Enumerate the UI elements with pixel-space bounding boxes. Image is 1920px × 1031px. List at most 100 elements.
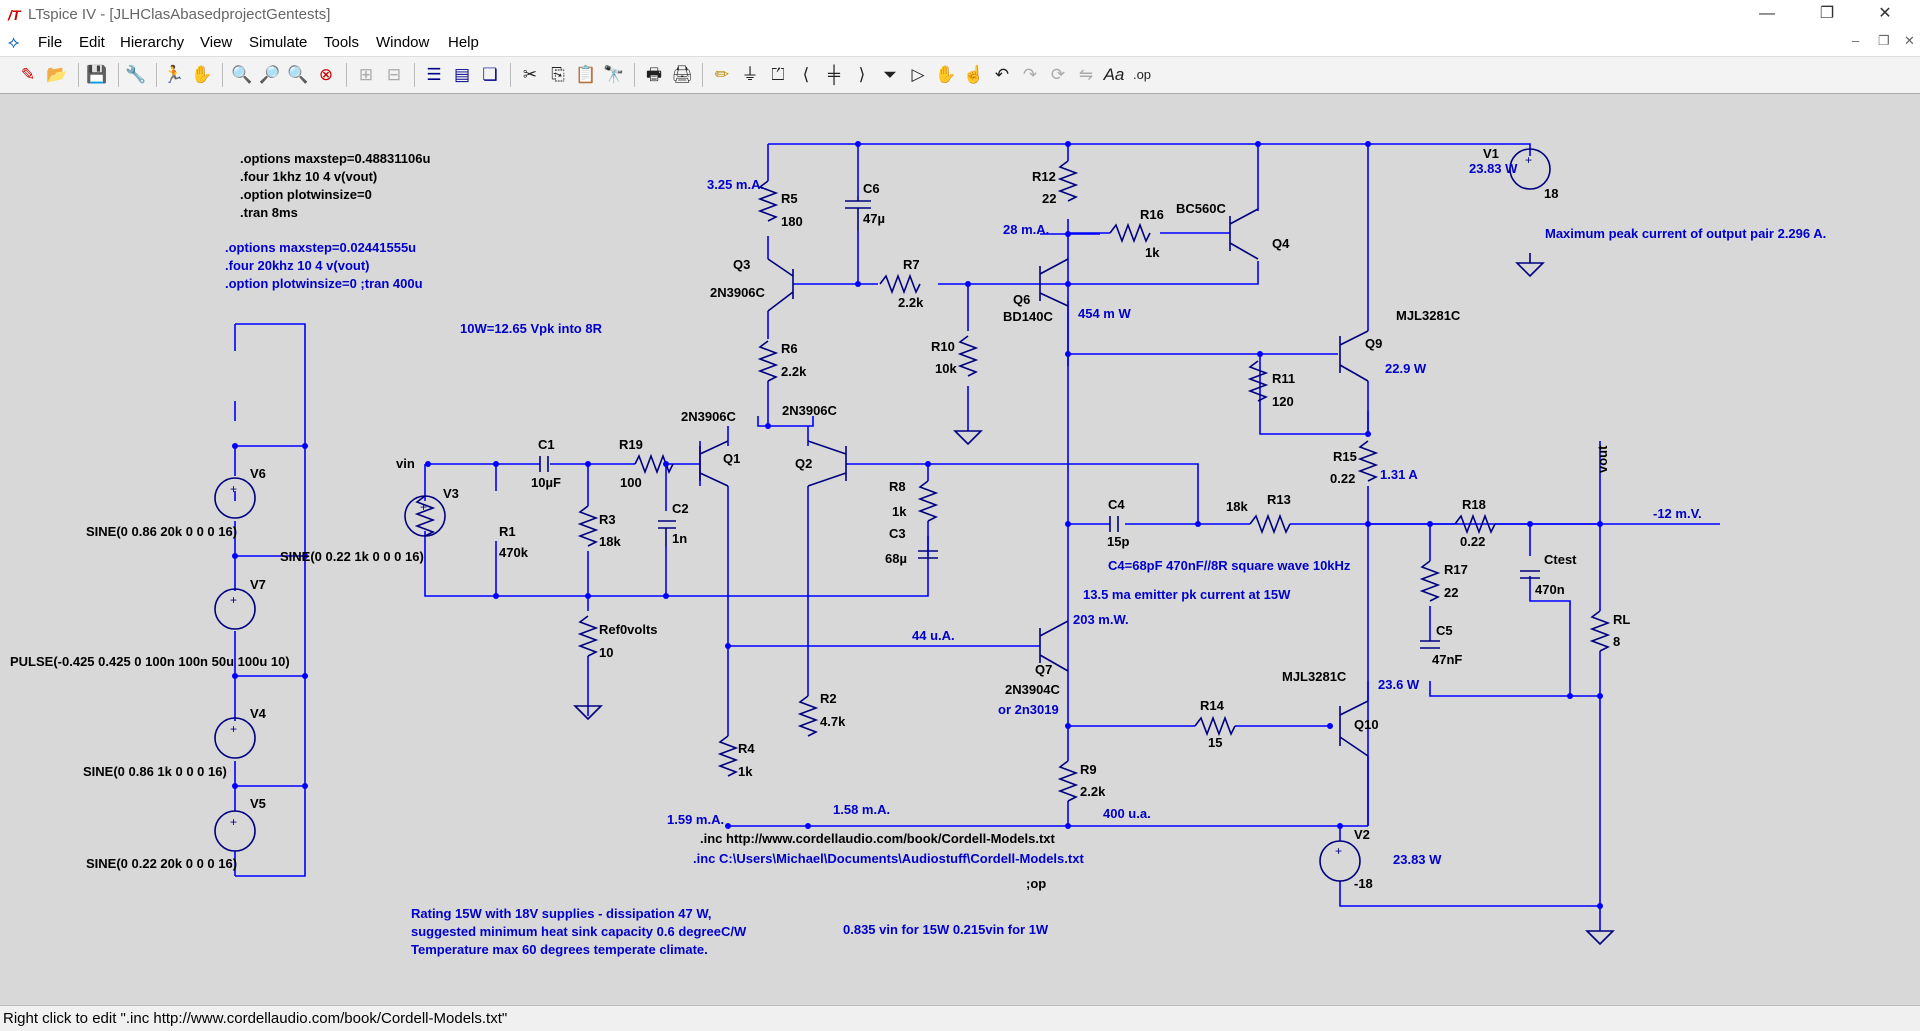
r18-resistor [1454, 513, 1496, 535]
c3-value: 68µ [885, 551, 907, 566]
inc-local: .inc C:\Users\Michael\Documents\Audiostu… [693, 851, 1084, 866]
tile-vertical-icon[interactable]: ▤ [453, 65, 471, 84]
zoom-out-icon[interactable]: 🔍 [287, 65, 309, 84]
menu-view[interactable]: View [200, 34, 233, 51]
schematic-doc-icon[interactable]: ⟡ [8, 33, 20, 52]
zoom-in-icon[interactable]: 🔍 [231, 65, 253, 84]
ground-icon[interactable]: ⏚ [741, 65, 759, 84]
minimize-button[interactable]: — [1759, 5, 1775, 22]
svg-text:+: + [230, 593, 237, 607]
resistor-icon[interactable]: ⟨ [802, 65, 810, 84]
mirror-icon[interactable]: ⇋ [1078, 65, 1094, 84]
save-icon[interactable]: 💾 [86, 65, 108, 84]
c2-capacitor [658, 520, 676, 546]
r2-name: R2 [820, 691, 837, 706]
q1-part: 2N3906C [681, 409, 737, 424]
autorange-horizontal-icon[interactable]: ⊞ [358, 65, 374, 84]
r7-resistor [879, 273, 921, 295]
v5-source [214, 810, 256, 852]
copy-icon[interactable]: ⎘ [551, 65, 565, 84]
cut-icon[interactable]: ✂ [522, 65, 538, 84]
r4-name: R4 [738, 741, 755, 756]
mdi-restore-button[interactable]: ❐ [1878, 33, 1890, 48]
menu-tools[interactable]: Tools [324, 34, 360, 51]
wires [234, 143, 1720, 931]
run-icon[interactable]: 🏃 [163, 65, 185, 84]
autorange-vertical-icon[interactable]: ⊟ [386, 65, 402, 84]
c6-value: 47µ [863, 211, 885, 226]
r14-value: 15 [1208, 735, 1222, 750]
mdi-close-button[interactable]: ✕ [1904, 33, 1915, 48]
v7-name: V7 [250, 577, 266, 592]
junctions [232, 141, 1603, 909]
c4-name: C4 [1108, 497, 1125, 512]
paste-icon[interactable]: 📋 [575, 65, 597, 84]
r13-name: R13 [1267, 492, 1291, 507]
vin-note: 0.835 vin for 15W 0.215vin for 1W [843, 922, 1049, 937]
svg-text:+: + [230, 482, 237, 496]
rotate-icon[interactable]: ⟳ [1050, 65, 1066, 84]
rating-line-2: suggested minimum heat sink capacity 0.6… [411, 924, 747, 939]
menu-window[interactable]: Window [376, 34, 430, 51]
r1-name: R1 [499, 524, 516, 539]
v4-name: V4 [250, 706, 267, 721]
q9-part: MJL3281C [1396, 308, 1461, 323]
svg-text:+: + [420, 500, 427, 514]
drag-icon[interactable]: ☝ [963, 65, 985, 84]
schematic-drawing[interactable]: .options maxstep=0.48831106u .four 1khz … [0, 94, 1920, 1005]
inductor-icon[interactable]: ⟩ [858, 65, 866, 84]
close-button[interactable]: ✕ [1878, 5, 1892, 22]
find-icon[interactable]: 🔭 [603, 65, 625, 84]
r2-resistor [797, 695, 819, 737]
tile-horizontal-icon[interactable]: ☰ [426, 65, 442, 84]
restore-button[interactable]: ❐ [1819, 5, 1835, 22]
print-icon[interactable]: 🖨 [671, 65, 693, 84]
diode-icon[interactable]: ⏷ [883, 65, 897, 84]
undo-icon[interactable]: ↶ [994, 65, 1010, 84]
op-directive: ;op [1026, 876, 1046, 891]
ref0volts-name: Ref0volts [599, 622, 658, 637]
v4-source [214, 717, 256, 759]
svg-text:+: + [1525, 153, 1532, 167]
zoom-fit-icon[interactable]: ⊗ [318, 65, 334, 84]
redo-icon[interactable]: ↷ [1022, 65, 1038, 84]
c2-value: 1n [672, 531, 687, 546]
rl-resistor [1589, 610, 1611, 652]
svg-text:+: + [230, 722, 237, 736]
menu-hierarchy[interactable]: Hierarchy [120, 34, 185, 51]
halt-icon[interactable]: ✋ [191, 65, 213, 84]
draw-wire-icon[interactable]: ✏ [714, 65, 730, 84]
text-icon[interactable]: Aa [1103, 65, 1125, 84]
component-icon[interactable]: ▷ [911, 65, 925, 84]
net-vin: vin [396, 456, 415, 471]
capacitor-icon[interactable]: ╪ [827, 65, 841, 84]
pan-icon[interactable]: 🔎 [259, 65, 281, 84]
mdi-minimize-button[interactable]: – [1852, 33, 1860, 48]
control-panel-icon[interactable]: 🔧 [125, 65, 147, 84]
q10-name: Q10 [1354, 717, 1379, 732]
new-schematic-icon[interactable]: ✎ [20, 65, 36, 84]
label-net-icon[interactable]: ⏍ [771, 65, 785, 84]
q6-transistor [1039, 258, 1069, 307]
ref0volts-resistor [577, 615, 599, 657]
c4-note: C4=68pF 470nF//8R square wave 10kHz [1108, 558, 1351, 573]
menu-file[interactable]: File [38, 34, 63, 51]
schematic-canvas[interactable]: .options maxstep=0.48831106u .four 1khz … [0, 93, 1920, 1005]
menu-help[interactable]: Help [448, 34, 479, 51]
cascade-icon[interactable]: ❏ [482, 65, 498, 84]
ctest-capacitor [1520, 570, 1540, 579]
c2-name: C2 [672, 501, 689, 516]
r12-value: 22 [1042, 191, 1056, 206]
r18-value: 0.22 [1460, 534, 1485, 549]
menu-simulate[interactable]: Simulate [249, 34, 308, 51]
peak-current-note: Maximum peak current of output pair 2.29… [1545, 226, 1826, 241]
open-icon[interactable]: 📂 [46, 65, 68, 84]
c6-name: C6 [863, 181, 880, 196]
r17-name: R17 [1444, 562, 1468, 577]
v3-name: V3 [443, 486, 459, 501]
move-icon[interactable]: ✋ [935, 65, 957, 84]
menu-edit[interactable]: Edit [79, 34, 105, 51]
spice-directive-icon[interactable]: .op [1132, 67, 1152, 82]
r15-current-label: 1.31 A [1380, 467, 1418, 482]
print-setup-icon[interactable]: 🖶 [645, 65, 663, 84]
